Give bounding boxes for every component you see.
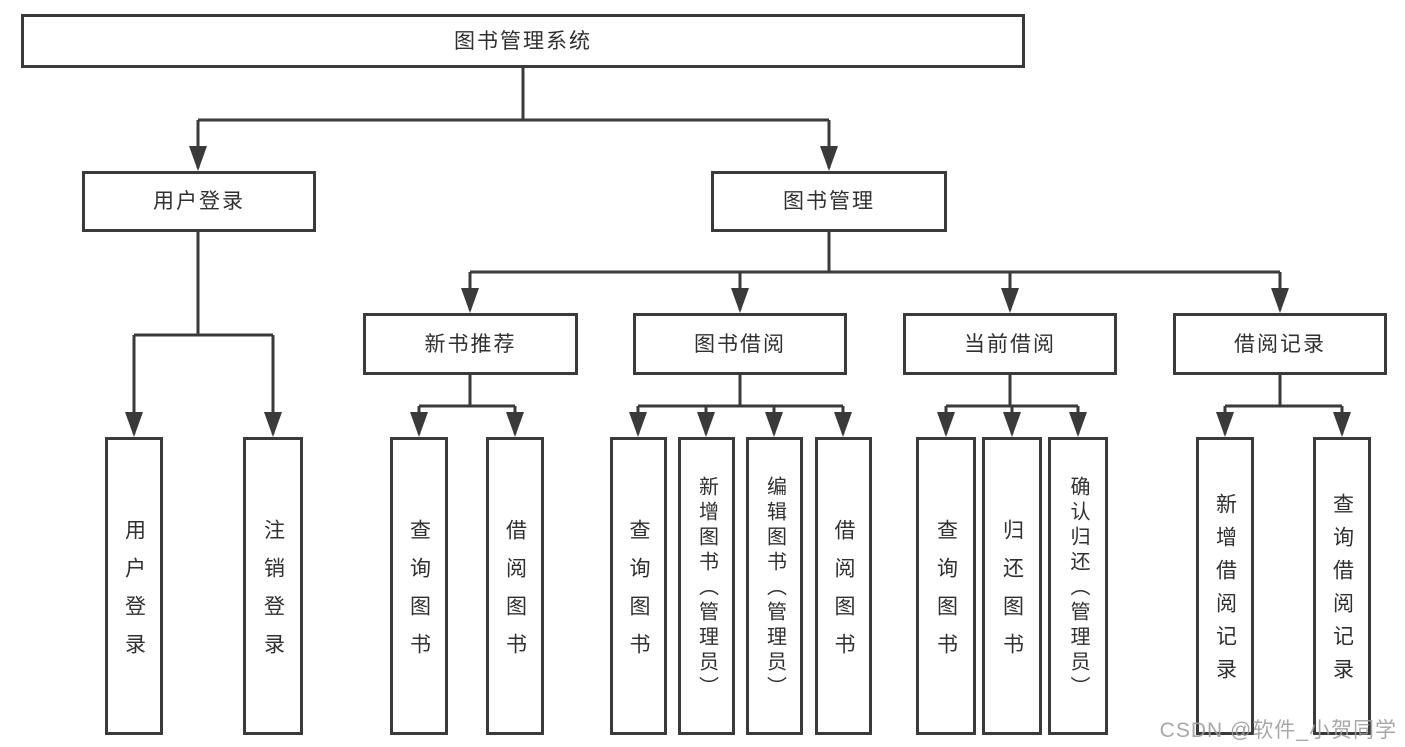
- node-user-login: 用户登录: [105, 437, 163, 735]
- csdn-watermark: CSDN @软件_小贺同学: [1159, 719, 1397, 742]
- node-edit-books-admin: 编辑图书（管理员）: [746, 437, 803, 735]
- node-user-login-group: 用户登录: [82, 171, 316, 232]
- node-book-management-group: 图书管理: [711, 171, 947, 232]
- node-current-borrow: 当前借阅: [903, 313, 1117, 375]
- node-book-borrow: 图书借阅: [633, 313, 847, 375]
- node-query-books-recommend: 查询图书: [390, 437, 448, 735]
- node-query-books-current: 查询图书: [916, 437, 976, 735]
- node-logout: 注销登录: [243, 437, 303, 735]
- node-borrow-books: 借阅图书: [815, 437, 872, 735]
- arrowheads: [125, 146, 1351, 437]
- node-borrow-books-recommend: 借阅图书: [486, 437, 544, 735]
- node-borrow-records: 借阅记录: [1173, 313, 1387, 375]
- node-query-borrow-record: 查询借阅记录: [1313, 437, 1371, 735]
- node-return-books: 归还图书: [982, 437, 1042, 735]
- node-add-borrow-record: 新增借阅记录: [1196, 437, 1254, 735]
- node-confirm-return-admin: 确认归还（管理员）: [1048, 437, 1108, 735]
- node-add-books-admin: 新增图书（管理员）: [678, 437, 735, 735]
- node-query-books-borrow: 查询图书: [610, 437, 667, 735]
- node-new-book-recommend: 新书推荐: [363, 313, 578, 375]
- node-book-management-system: 图书管理系统: [21, 14, 1025, 68]
